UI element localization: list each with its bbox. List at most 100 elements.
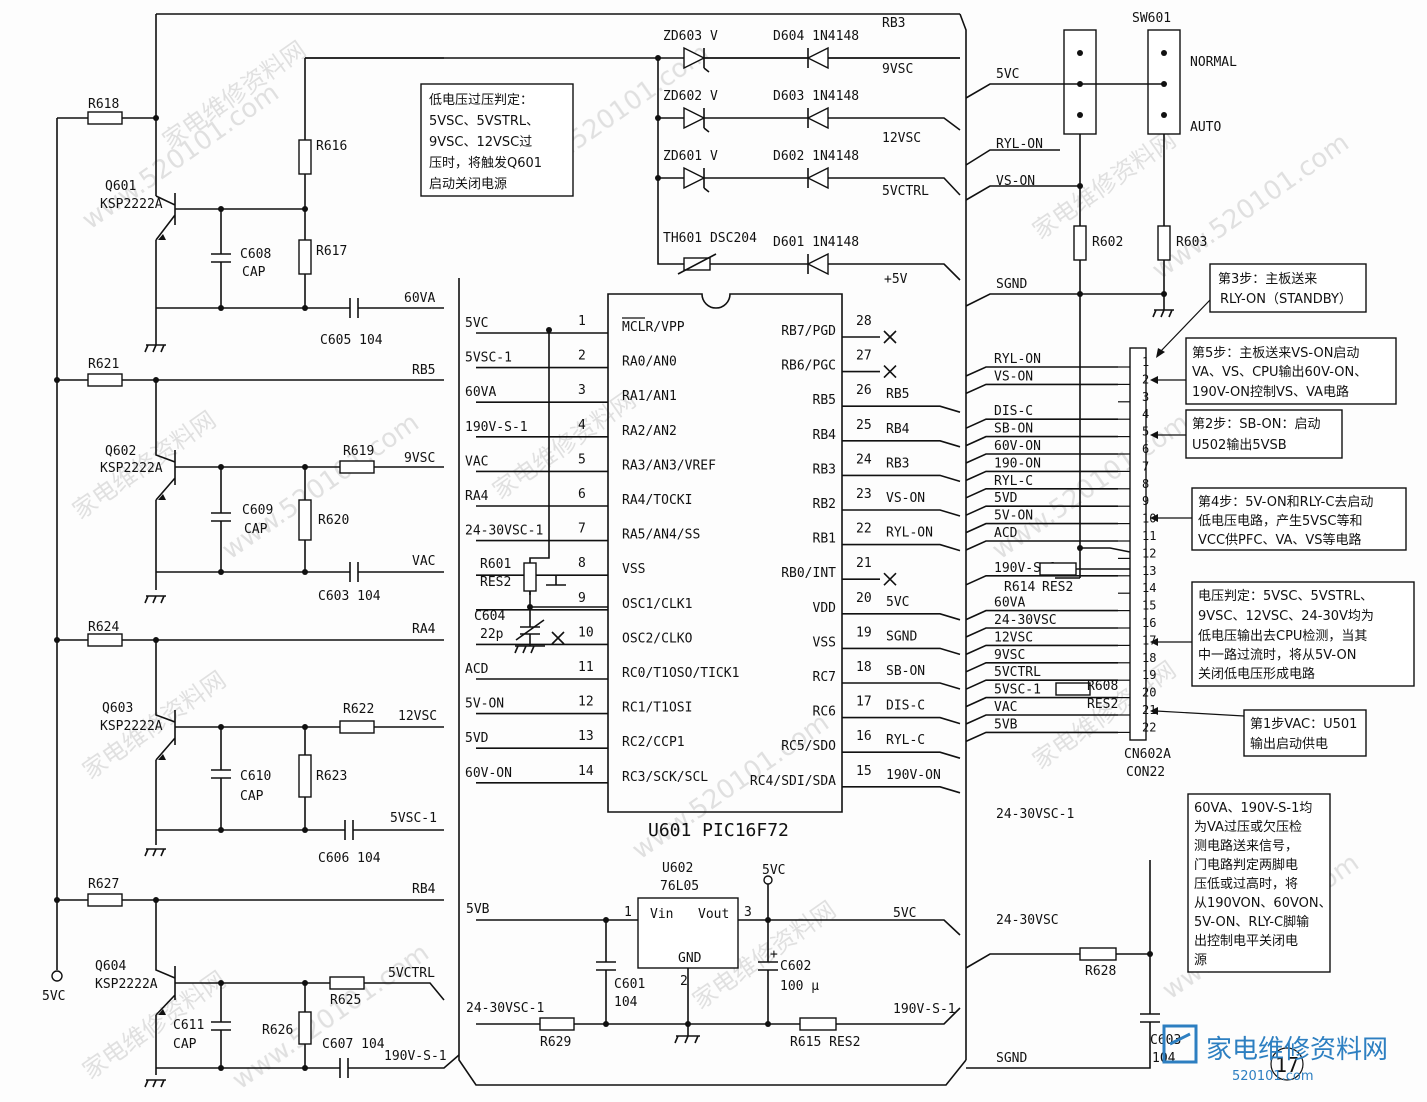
resistor-r601-icon <box>523 562 537 592</box>
label-zd603: ZD603 V <box>663 29 718 44</box>
connector-net-label: VS-ON <box>994 369 1033 384</box>
label-res2-r614: RES2 <box>1042 580 1073 595</box>
note-step2: 第2步：SB-ON：启动 U502输出5VSB <box>1150 409 1343 459</box>
label-r602: R602 <box>1092 235 1123 250</box>
chip-pin-net: 5VC <box>465 316 488 331</box>
connector-pin-number: 6 <box>1142 442 1149 456</box>
connector-net-wire <box>965 540 1118 551</box>
no-connect-icon <box>842 572 897 586</box>
chip-pin-name: RB2 <box>813 497 836 512</box>
connector-net-wire <box>965 679 1118 690</box>
label-vout: Vout <box>698 907 729 922</box>
connector-pin-number: 7 <box>1142 459 1149 473</box>
label-5vc-source: 5VC <box>42 989 65 1004</box>
chip-pin-name: RA3/AN3/VREF <box>622 458 716 473</box>
chip-left-pins: MCLR/VPP15VCRA0/AN025VSC-1RA1/AN1360VARA… <box>465 314 739 785</box>
label-cap1: CAP <box>242 265 266 280</box>
note-step5-line: VA、VS、CPU输出60V-ON、 <box>1192 364 1367 380</box>
label-c608: C608 <box>240 247 271 262</box>
label-d602: D602 1N4148 <box>773 149 859 164</box>
connector-pin-number: 17 <box>1142 633 1156 647</box>
chip-pin-name: RC0/T1OSO/TICK1 <box>622 666 739 681</box>
label-plus5v: +5V <box>884 272 908 287</box>
note-overvoltage-line: 启动关闭电源 <box>429 177 507 192</box>
watermark-site: www.520101.com <box>227 938 435 1096</box>
label-c610: C610 <box>240 769 271 784</box>
connector-net-label: 5VB <box>994 717 1018 732</box>
chip-pin-number: 13 <box>578 729 594 744</box>
resistor-r623-icon <box>298 754 312 798</box>
chip-pin-net: RB5 <box>886 387 909 402</box>
watermark-cn: 家电维修资料网 <box>487 386 641 505</box>
connector-net-wire <box>965 522 1118 534</box>
label-zd602: ZD602 V <box>663 89 718 104</box>
chip-pin-number: 25 <box>856 418 872 433</box>
label-cap2: CAP <box>244 522 268 537</box>
chip-pin-name: RC6 <box>813 705 836 720</box>
resistor-r608-icon <box>1055 682 1091 696</box>
connector-pin-number: 1 <box>1142 355 1149 369</box>
chip-pin-number: 3 <box>578 383 586 398</box>
label-d603: D603 1N4148 <box>773 89 859 104</box>
right-section: SW601 NORMAL AUTO 5VC RYL-ON VS-ON R602 … <box>965 11 1237 1069</box>
label-c603a: C603 104 <box>318 589 381 604</box>
label-q604-part: KSP2222A <box>95 977 158 992</box>
chip-pin-number: 27 <box>856 349 872 364</box>
chip-u601: U601 PIC16F72 MCLR/VPP15VCRA0/AN025VSC-1… <box>465 293 961 841</box>
connector-net-label: 5V-ON <box>994 509 1033 524</box>
resistor-r626-icon <box>298 1011 312 1045</box>
label-vin: Vin <box>650 907 673 922</box>
note-step1-line: 输出启动供电 <box>1250 736 1328 752</box>
label-res2-r608: RES2 <box>1087 697 1118 712</box>
resistor-r619-icon <box>339 460 375 474</box>
label-r624: R624 <box>88 620 119 635</box>
note-judge-line: 9VSC、12VSC、24-30V均为 <box>1198 609 1374 624</box>
note-judge-line: 中一路过流时，将从5V-ON <box>1198 647 1356 663</box>
note-overvoltage-line: 5VSC、5VSTRL、 <box>429 114 539 129</box>
chip-pin-number: 1 <box>578 314 586 329</box>
connector-pin-number: 4 <box>1142 407 1149 421</box>
connector-net-wire <box>965 470 1118 482</box>
note-overvoltage: 低电压过压判定： 5VSC、5VSTRL、 9VSC、12VSC过 压时，将触发… <box>420 83 574 197</box>
label-r616: R616 <box>316 139 347 154</box>
chip-pin-net: DIS-C <box>886 699 925 714</box>
label-net-9vsc: 9VSC <box>404 451 435 466</box>
label-rb4: RB4 <box>412 882 436 897</box>
chip-pin-wire <box>842 613 961 621</box>
connector-net-wire <box>965 435 1118 447</box>
connector-pin-number: 15 <box>1142 599 1156 613</box>
label-c607: C607 104 <box>322 1037 385 1052</box>
label-r620: R620 <box>318 513 349 528</box>
chip-pin-net: 5V-ON <box>465 697 504 712</box>
resistor-r602-icon <box>1073 225 1087 261</box>
note-judge: 电压判定：5VSC、5VSTRL、 9VSC、12VSC、24-30V均为 低电… <box>1150 581 1415 687</box>
chip-ref: U601 PIC16F72 <box>648 820 789 841</box>
note-va: 60VA、190V-S-1均 为VA过压或欠压检 测电路送来信号， 门电路判定两… <box>1187 793 1332 973</box>
label-5vc-reg: 5VC <box>762 863 785 878</box>
connector-net-wire <box>965 366 1118 377</box>
osc-section: R601 RES2 C604 22p <box>474 327 608 654</box>
chip-pin-name: RB4 <box>813 428 837 443</box>
label-net-12vsc: 12VSC <box>398 709 437 724</box>
connector-net-label: RYL-C <box>994 474 1033 489</box>
connector-net-wire <box>965 575 1118 586</box>
chip-pin-number: 15 <box>856 764 872 779</box>
connector-net-wire <box>965 714 1118 725</box>
note-step3-line: RLY-ON（STANDBY） <box>1220 292 1352 307</box>
resistor-r603-icon <box>1157 225 1171 261</box>
connector-pin-number: 8 <box>1142 477 1149 491</box>
chip-pin-name: RA4/TOCKI <box>622 493 692 508</box>
chip-pin-name: OSC1/CLK1 <box>622 597 692 612</box>
svg-text:17: 17 <box>1275 1053 1299 1077</box>
label-q604: Q604 <box>95 959 126 974</box>
svg-text:+: + <box>770 947 778 962</box>
diode-d601-icon <box>806 252 829 276</box>
label-r629: R629 <box>540 1035 571 1050</box>
chip-pin-number: 9 <box>578 591 586 606</box>
label-r623: R623 <box>316 769 347 784</box>
label-r625: R625 <box>330 993 361 1008</box>
chip-pin-wire <box>842 543 961 552</box>
note-step4-line: 第4步：5V-ON和RLY-C去启动 <box>1198 495 1373 510</box>
chip-pin-name: RB5 <box>813 393 836 408</box>
